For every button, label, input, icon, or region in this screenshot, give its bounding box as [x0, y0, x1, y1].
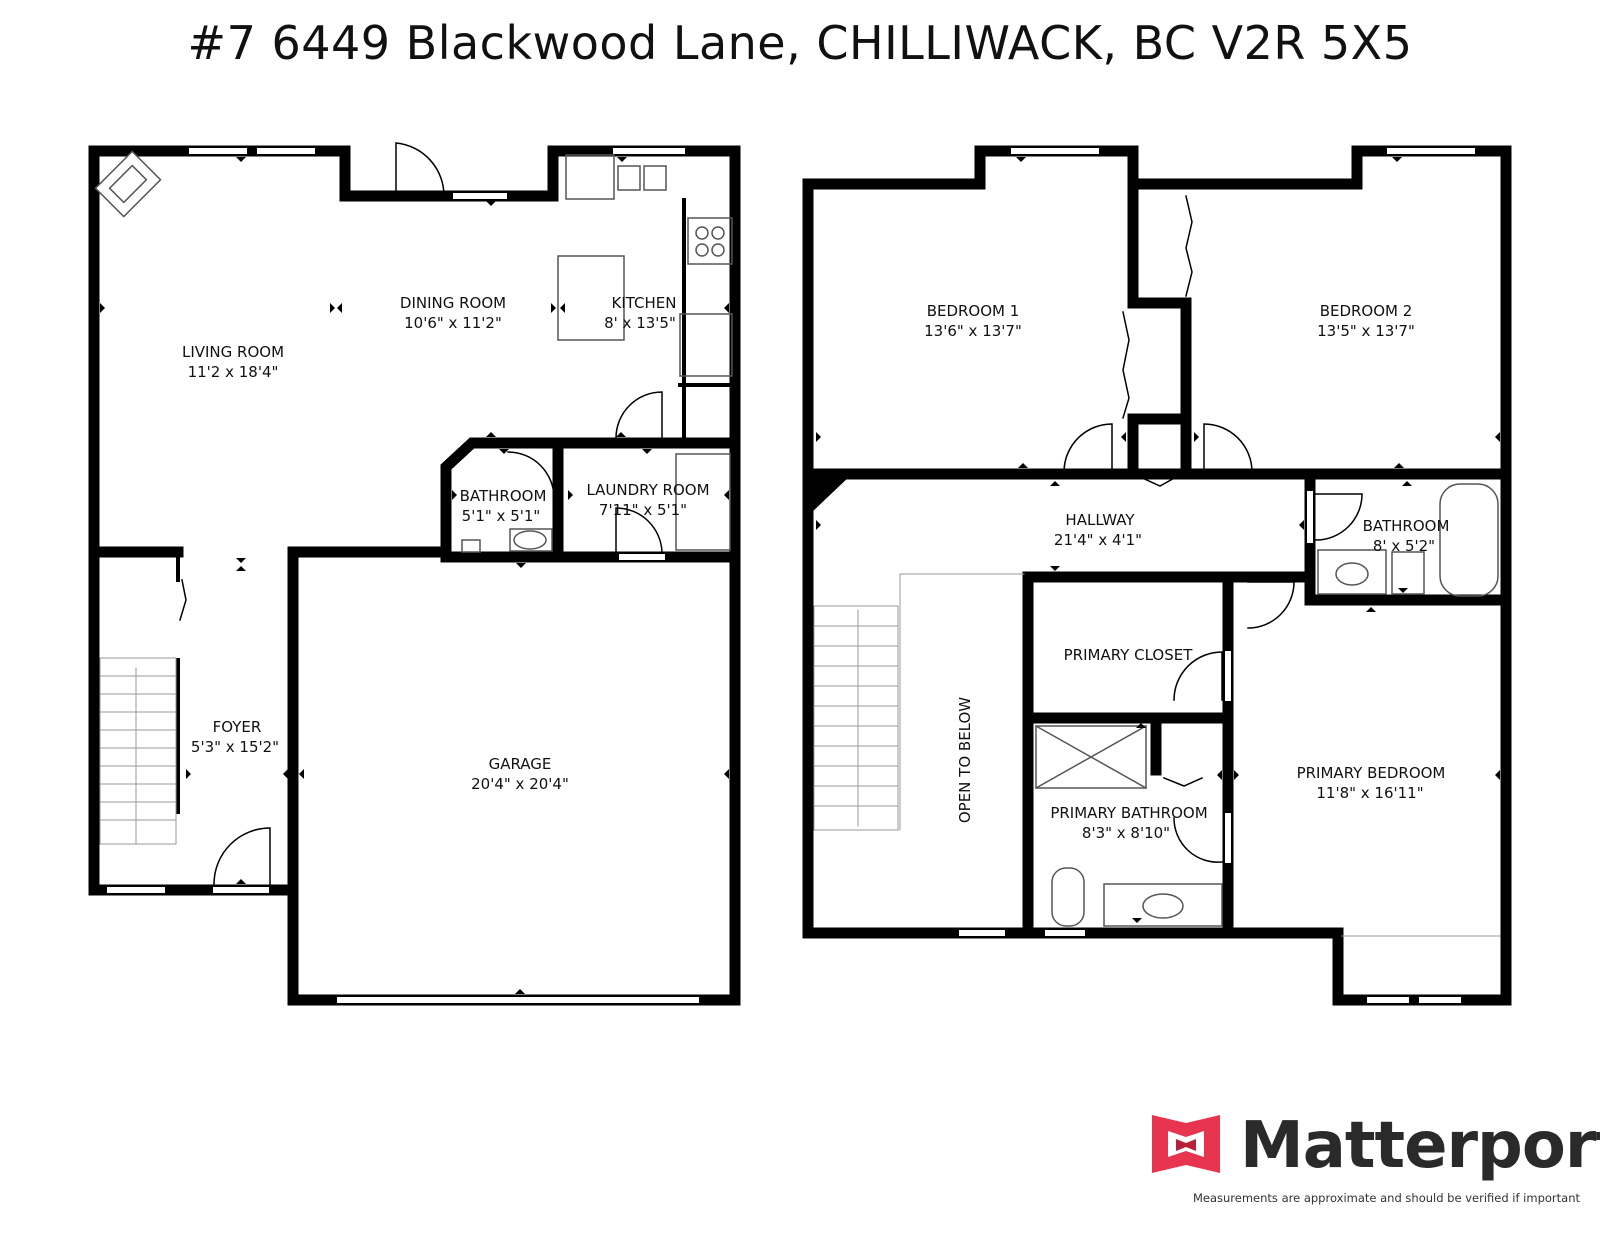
matterport-wordmark: Matterport [1240, 1109, 1600, 1183]
main-floor-walls [88, 145, 741, 1006]
measurement-disclaimer: Measurements are approximate and should … [1192, 1191, 1580, 1205]
bathroom-upper-dim: 8' x 5'2" [1373, 537, 1435, 555]
open-to-below-label: OPEN TO BELOW [956, 697, 974, 823]
bedroom-1-dim: 13'6" x 13'7" [924, 322, 1022, 340]
main-floor-doors [179, 142, 663, 885]
upper-floor-stairs [813, 573, 1025, 831]
living-room-name: LIVING ROOM [182, 343, 284, 361]
primary-closet-name: PRIMARY CLOSET [1064, 646, 1194, 664]
main-floor-room-markers [100, 157, 729, 994]
living-room-dim: 11'2 x 18'4" [188, 363, 279, 381]
primary-bathroom-dim: 8'3" x 8'10" [1082, 824, 1170, 842]
room-labels: LIVING ROOM 11'2 x 18'4" DINING ROOM 10'… [182, 294, 1449, 842]
upper-floor-walls [802, 145, 1512, 1006]
logo-core [1176, 1139, 1196, 1151]
listing-address-title: #7 6449 Blackwood Lane, CHILLIWACK, BC V… [187, 16, 1413, 70]
matterport-branding: Matterport Measurements are approximate … [1148, 1105, 1600, 1215]
main-floor-windows [105, 146, 701, 1005]
bedroom-2-name: BEDROOM 2 [1320, 302, 1413, 320]
primary-bedroom-dim: 11'8" x 16'11" [1316, 784, 1423, 802]
upper-floor [802, 145, 1512, 1006]
upper-floor-windows [957, 146, 1501, 1005]
bathroom-main-dim: 5'1" x 5'1" [462, 507, 541, 525]
bathroom-upper-name: BATHROOM [1363, 517, 1450, 535]
primary-bedroom-name: PRIMARY BEDROOM [1297, 764, 1446, 782]
garage-dim: 20'4" x 20'4" [471, 775, 569, 793]
garage-name: GARAGE [489, 755, 552, 773]
upper-floor-doors [1063, 195, 1363, 863]
dining-room-dim: 10'6" x 11'2" [404, 314, 502, 332]
upper-floor-fixtures [1034, 483, 1499, 927]
main-floor-fixtures [94, 150, 733, 553]
matterport-logo-icon [1152, 1115, 1220, 1173]
laundry-room-name: LAUNDRY ROOM [586, 481, 709, 499]
upper-floor-room-markers [816, 157, 1500, 923]
hallway-dim: 21'4" x 4'1" [1054, 531, 1142, 549]
hallway-corner-fill [803, 474, 852, 514]
primary-bathroom-name: PRIMARY BATHROOM [1050, 804, 1207, 822]
bedroom-1-name: BEDROOM 1 [927, 302, 1020, 320]
bedroom-2-dim: 13'5" x 13'7" [1317, 322, 1415, 340]
laundry-room-dim: 7'11" x 5'1" [599, 501, 687, 519]
foyer-name: FOYER [213, 718, 262, 736]
bathroom-main-name: BATHROOM [460, 487, 547, 505]
main-floor-inner-walls [176, 198, 737, 814]
kitchen-dim: 8' x 13'5" [604, 314, 676, 332]
foyer-dim: 5'3" x 15'2" [191, 738, 279, 756]
kitchen-name: KITCHEN [612, 294, 677, 312]
hallway-name: HALLWAY [1065, 511, 1135, 529]
main-floor [88, 142, 741, 1006]
dining-room-name: DINING ROOM [400, 294, 506, 312]
main-floor-stairs [99, 657, 177, 845]
